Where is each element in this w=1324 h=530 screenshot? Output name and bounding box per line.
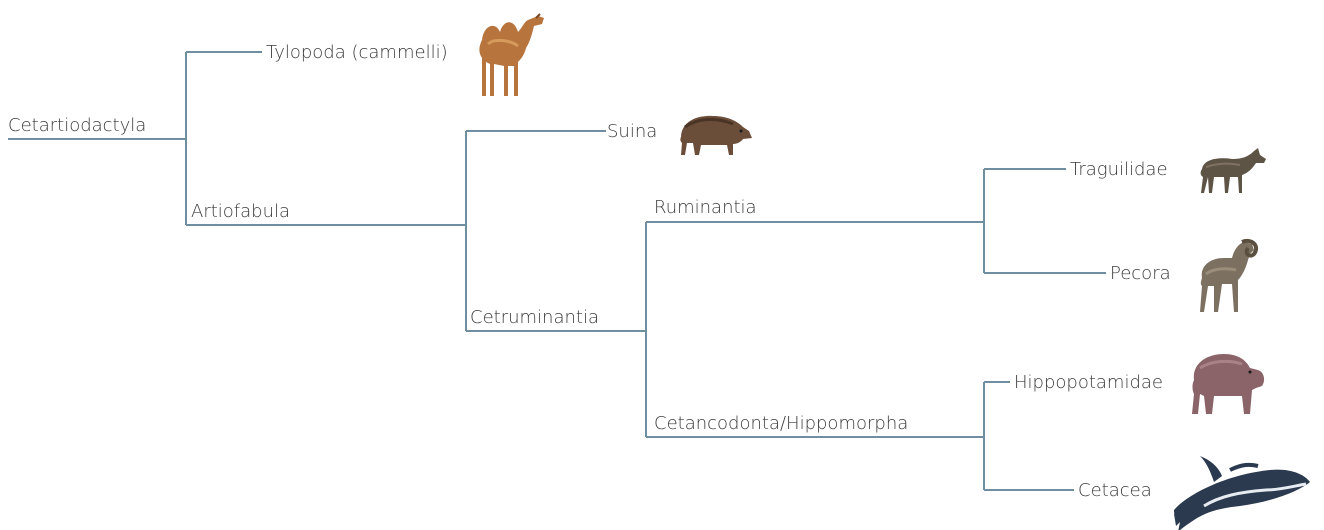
camel-illustration <box>479 14 544 96</box>
label-pecora: Pecora <box>1110 263 1171 284</box>
label-traguilidae: Traguilidae <box>1070 159 1168 180</box>
label-suina: Suina <box>607 121 657 142</box>
sheep-illustration <box>1200 241 1256 312</box>
wild-boar-illustration <box>680 116 752 155</box>
label-artiofabula: Artiofabula <box>191 201 290 222</box>
label-cetacea: Cetacea <box>1078 480 1152 501</box>
label-cetancodonta: Cetancodonta/Hippomorpha <box>654 413 908 434</box>
hippo-illustration <box>1192 354 1264 414</box>
label-hippopotamidae: Hippopotamidae <box>1014 372 1163 393</box>
whale-illustration <box>1174 456 1310 530</box>
label-tylopoda: Tylopoda (cammelli) <box>266 42 448 63</box>
label-cetartiodactyla: Cetartiodactyla <box>8 115 146 136</box>
mouse-deer-illustration <box>1201 148 1266 193</box>
label-cetruminantia: Cetruminantia <box>470 307 599 328</box>
label-ruminantia: Ruminantia <box>654 197 757 218</box>
